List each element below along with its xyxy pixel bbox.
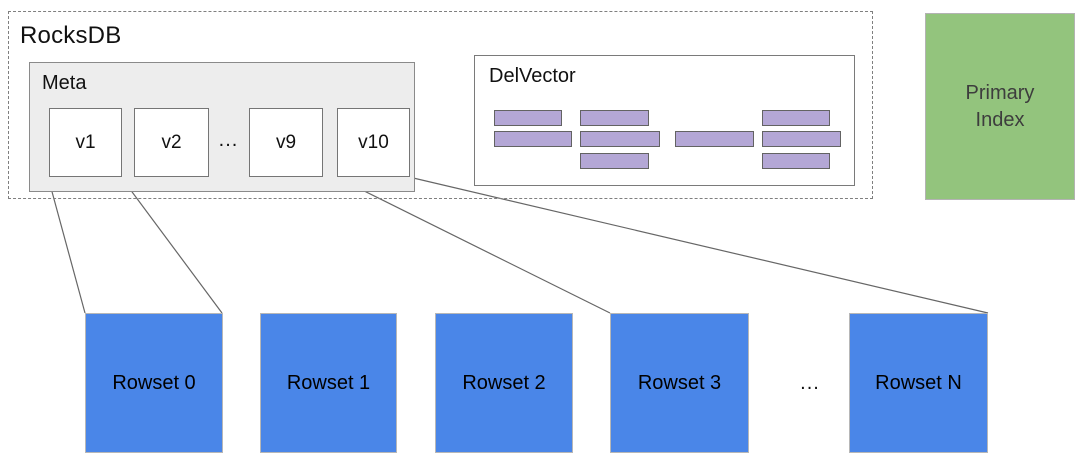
version-label-v2: v2 — [161, 131, 182, 153]
meta-label: Meta — [42, 72, 87, 94]
delvector-bitmap-bar — [580, 110, 649, 126]
rowset-box-2: Rowset 2 — [435, 313, 573, 453]
rowset-box-3: Rowset 3 — [610, 313, 749, 453]
version-label-v10: v10 — [358, 131, 389, 153]
primary-index-box: Primary Index — [925, 13, 1075, 200]
primary-index-label: Primary Index — [965, 81, 1035, 131]
version-box-v10: v10 — [337, 108, 410, 177]
version-box-v1: v1 — [49, 108, 122, 177]
rowset-box-0: Rowset 0 — [85, 313, 223, 453]
version-box-v2: v2 — [134, 108, 209, 177]
delvector-box: DelVector — [474, 55, 855, 186]
rowset-box-n: Rowset N — [849, 313, 988, 453]
delvector-bitmap-bar — [580, 153, 649, 169]
rowset-label-0: Rowset 0 — [112, 371, 196, 394]
rocksdb-container: RocksDB Meta v1 v2 ... v9 v10 DelVector — [8, 11, 873, 199]
delvector-label: DelVector — [489, 65, 576, 87]
version-box-v9: v9 — [249, 108, 323, 177]
version-ellipsis: ... — [218, 129, 239, 151]
delvector-bitmap-bar — [762, 110, 830, 126]
delvector-bitmap-bar — [580, 131, 660, 147]
version-label-v1: v1 — [75, 131, 96, 153]
rocksdb-label: RocksDB — [20, 22, 122, 49]
version-label-v9: v9 — [275, 131, 297, 153]
delvector-bitmap-bar — [762, 131, 841, 147]
delvector-bitmap-bar — [494, 131, 572, 147]
rowset-box-1: Rowset 1 — [260, 313, 397, 453]
delvector-bitmap-bar — [494, 110, 562, 126]
rowset-label-1: Rowset 1 — [286, 371, 371, 394]
delvector-bitmap-bar — [762, 153, 830, 169]
rowset-label-n: Rowset N — [875, 371, 962, 394]
rowset-label-3: Rowset 3 — [637, 371, 722, 394]
rowset-ellipsis: ... — [800, 372, 820, 394]
rowset-label-2: Rowset 2 — [462, 371, 546, 394]
delvector-bitmap-bar — [675, 131, 754, 147]
meta-box: Meta v1 v2 ... v9 v10 — [29, 62, 415, 192]
